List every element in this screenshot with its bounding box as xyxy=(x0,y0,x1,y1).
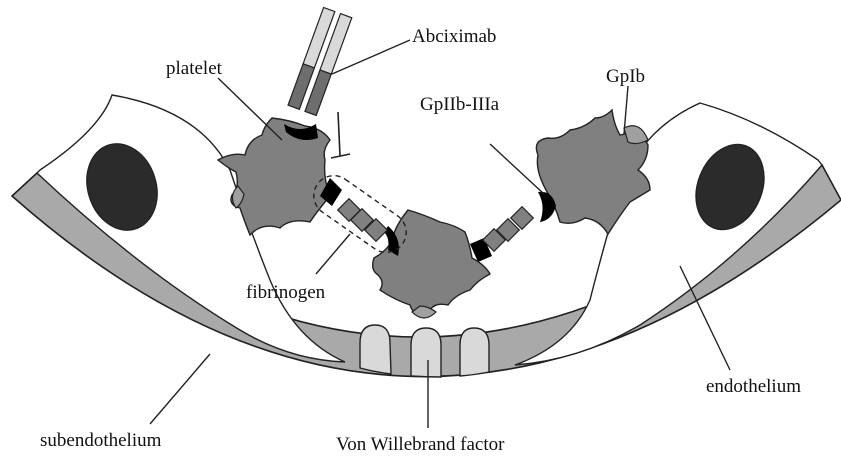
leader-platelet xyxy=(218,78,282,140)
label-subendothelium: subendothelium xyxy=(40,430,162,451)
platelet-center xyxy=(373,210,490,314)
vwf-block-center xyxy=(411,328,441,377)
label-von-willebrand-factor: Von Willebrand factor xyxy=(336,434,505,455)
label-gpib: GpIb xyxy=(606,66,645,87)
leader-gpiib-iiia xyxy=(490,144,544,194)
leader-subendothelium xyxy=(150,354,210,424)
vwf-block-left xyxy=(360,325,391,374)
label-fibrinogen: fibrinogen xyxy=(246,282,326,303)
leader-abciximab xyxy=(332,40,410,74)
label-abciximab: Abciximab xyxy=(412,26,496,47)
vwf-block-right xyxy=(460,328,489,376)
inhibition-symbol xyxy=(331,112,350,158)
label-gpiib-iiia: GpIIb-IIIa xyxy=(420,94,500,115)
gpib-receptor-right xyxy=(624,126,648,144)
abciximab-antibody xyxy=(288,7,352,115)
label-platelet: platelet xyxy=(166,58,223,79)
leader-fibrinogen xyxy=(316,234,350,274)
label-endothelium: endothelium xyxy=(706,376,801,397)
